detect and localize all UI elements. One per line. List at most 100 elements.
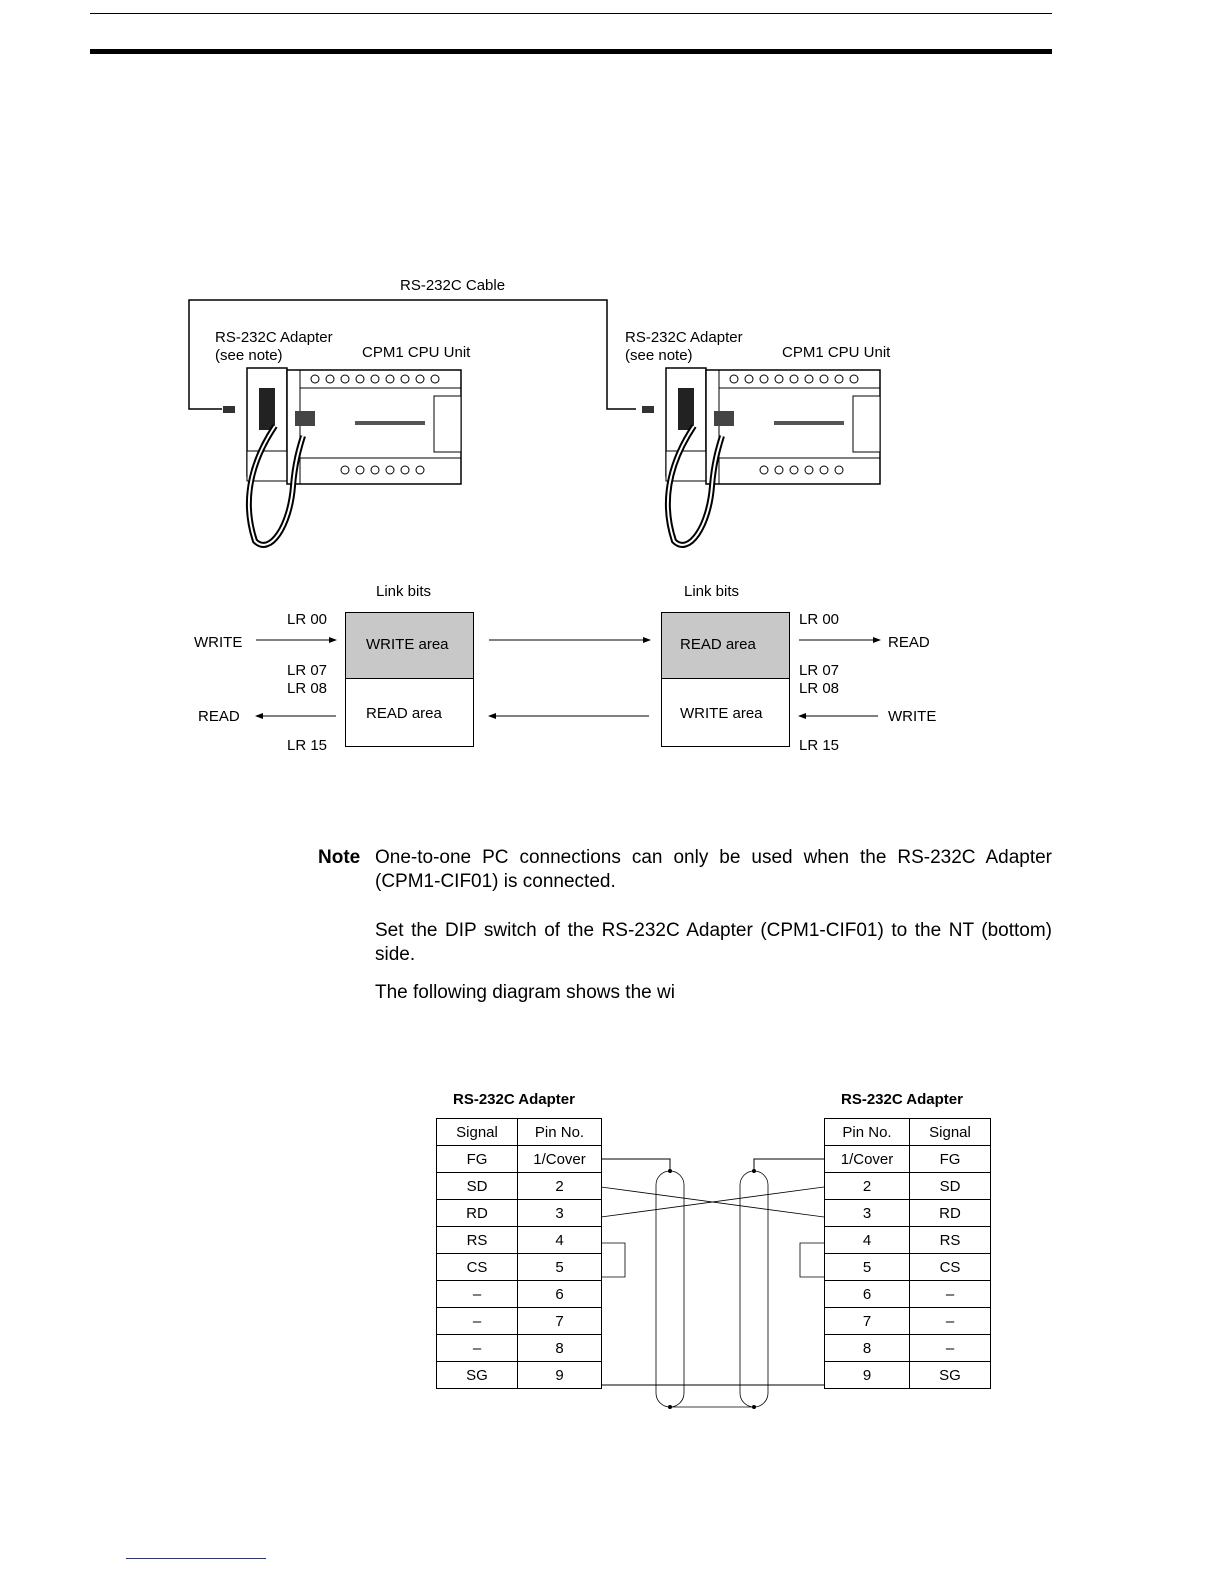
table-cell: 7 xyxy=(517,1307,602,1335)
column-header: Pin No. xyxy=(824,1118,910,1146)
left-read-label: READ xyxy=(198,708,240,725)
column-header: Pin No. xyxy=(517,1118,602,1146)
table-cell: 6 xyxy=(824,1280,910,1308)
left-lr07: LR 07 xyxy=(287,662,328,679)
note-paragraph-3: The following diagram shows the wi xyxy=(375,982,675,1003)
table-cell: FG xyxy=(436,1145,518,1173)
header-rule-thick xyxy=(90,49,1052,54)
table-cell: 6 xyxy=(517,1280,602,1308)
left-read-area-label: READ area xyxy=(366,705,442,722)
link-arrows xyxy=(255,637,881,719)
left-write-label: WRITE xyxy=(194,634,243,651)
table-cell: 5 xyxy=(824,1253,910,1281)
table-cell: – xyxy=(909,1280,991,1308)
table-cell: 2 xyxy=(824,1172,910,1200)
table-cell: – xyxy=(436,1307,518,1335)
right-adapter-note: (see note) xyxy=(625,347,693,364)
table-cell: 1/Cover xyxy=(824,1145,910,1173)
left-cpu-unit-illustration xyxy=(223,367,462,548)
column-header: Signal xyxy=(436,1118,518,1146)
right-cpu-label: CPM1 CPU Unit xyxy=(782,344,891,361)
table-row: 6– xyxy=(824,1280,991,1308)
table-cell: – xyxy=(909,1307,991,1335)
right-adapter-label: RS-232C Adapter xyxy=(625,329,743,346)
table-cell: 9 xyxy=(824,1361,910,1389)
left-write-area-label: WRITE area xyxy=(366,636,449,653)
table-row: –6 xyxy=(436,1280,602,1308)
left-lr15: LR 15 xyxy=(287,737,328,754)
note-paragraph-1: One-to-one PC connections can only be us… xyxy=(375,847,1052,892)
header-rule-thin xyxy=(90,13,1052,14)
right-read-area: READ area xyxy=(661,612,790,679)
table-cell: 4 xyxy=(517,1226,602,1254)
table-cell: SD xyxy=(436,1172,518,1200)
right-write-label: WRITE xyxy=(888,708,937,725)
wiring-lines xyxy=(600,1158,825,1409)
table-cell: RS xyxy=(909,1226,991,1254)
right-write-area-label: WRITE area xyxy=(680,705,763,722)
table-row: Signal Pin No. xyxy=(436,1118,602,1146)
table-cell: 1/Cover xyxy=(517,1145,602,1173)
right-read-area-label: READ area xyxy=(680,636,756,653)
table-cell: 4 xyxy=(824,1226,910,1254)
table-cell: 3 xyxy=(517,1199,602,1227)
table-row: Pin No. Signal xyxy=(824,1118,991,1146)
right-write-area: WRITE area xyxy=(661,678,790,747)
footer-rule xyxy=(126,1558,266,1559)
table-cell: RS xyxy=(436,1226,518,1254)
right-cpu-unit-illustration xyxy=(642,367,881,548)
right-lr08: LR 08 xyxy=(799,680,840,697)
table-cell: CS xyxy=(436,1253,518,1281)
table-cell: 3 xyxy=(824,1199,910,1227)
table-cell: CS xyxy=(909,1253,991,1281)
table-cell: RD xyxy=(909,1199,991,1227)
left-write-area: WRITE area xyxy=(345,612,474,679)
left-adapter-label: RS-232C Adapter xyxy=(215,329,333,346)
table-cell: – xyxy=(436,1334,518,1362)
left-link-bits-heading: Link bits xyxy=(376,583,432,600)
left-read-area: READ area xyxy=(345,678,474,747)
left-lr00: LR 00 xyxy=(287,611,328,628)
table-cell: 8 xyxy=(824,1334,910,1362)
right-lr00: LR 00 xyxy=(799,611,840,628)
right-adapter-title: RS-232C Adapter xyxy=(841,1091,963,1108)
left-lr08: LR 08 xyxy=(287,680,328,697)
right-read-label: READ xyxy=(888,634,930,651)
right-link-bits-heading: Link bits xyxy=(684,583,740,600)
left-adapter-title: RS-232C Adapter xyxy=(453,1091,575,1108)
note-label: Note xyxy=(318,847,361,868)
table-row: 7– xyxy=(824,1307,991,1335)
column-header: Signal xyxy=(909,1118,991,1146)
cable-lines xyxy=(188,299,636,410)
note-paragraph-2: Set the DIP switch of the RS-232C Adapte… xyxy=(375,920,1052,965)
table-row: –7 xyxy=(436,1307,602,1335)
table-cell: 9 xyxy=(517,1361,602,1389)
table-row: 8– xyxy=(824,1334,991,1362)
table-cell: 7 xyxy=(824,1307,910,1335)
table-cell: 5 xyxy=(517,1253,602,1281)
table-cell: SD xyxy=(909,1172,991,1200)
table-cell: 2 xyxy=(517,1172,602,1200)
table-cell: RD xyxy=(436,1199,518,1227)
table-cell: SG xyxy=(909,1361,991,1389)
table-row: –8 xyxy=(436,1334,602,1362)
table-cell: SG xyxy=(436,1361,518,1389)
table-cell: – xyxy=(909,1334,991,1362)
table-cell: – xyxy=(436,1280,518,1308)
cable-label: RS-232C Cable xyxy=(400,277,506,294)
right-lr15: LR 15 xyxy=(799,737,840,754)
